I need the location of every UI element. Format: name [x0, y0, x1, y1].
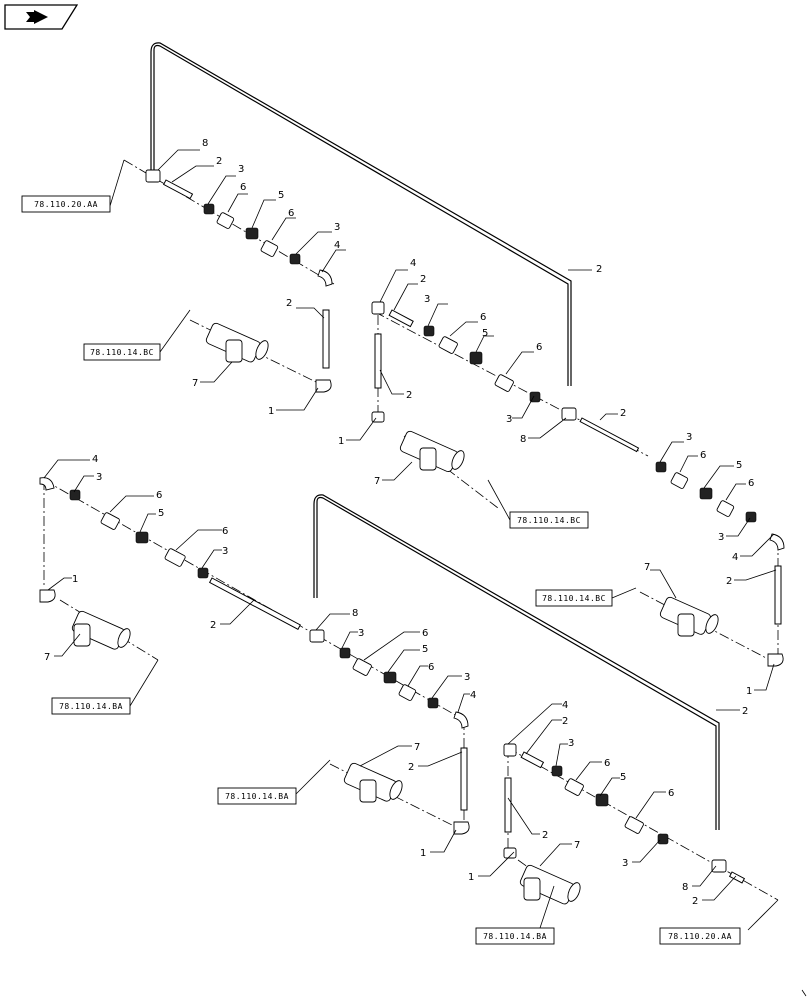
callout-number: 7: [192, 378, 198, 389]
callout-number: 6: [222, 526, 228, 537]
callout-number: 6: [700, 450, 706, 461]
callout-number: 3: [506, 414, 512, 425]
reference-text: 78.110.14.BA: [483, 932, 547, 941]
reference-text: 78.110.14.BC: [542, 594, 606, 603]
reference-label[interactable]: 78.110.20.AA: [21, 195, 111, 213]
callout-number: 6: [428, 662, 434, 673]
callout-number: 1: [338, 436, 344, 447]
callout-number: 2: [562, 716, 568, 727]
corner-mark: [801, 989, 807, 997]
callout-number: 3: [568, 738, 574, 749]
reference-label[interactable]: 78.110.14.BA: [51, 697, 131, 715]
callout-numbers: 8 2 3 6 5 6 3 4 2 7 1 2 4 2 3 6 5 6 2 3 …: [44, 138, 754, 907]
callout-number: 2: [620, 408, 626, 419]
callout-number: 5: [158, 508, 164, 519]
callout-number: 6: [240, 182, 246, 193]
callout-number: 1: [268, 406, 274, 417]
callout-number: 6: [288, 208, 294, 219]
callout-number: 6: [604, 758, 610, 769]
callout-number: 8: [202, 138, 208, 149]
tee-fitting: [659, 596, 719, 637]
callout-number: 4: [470, 690, 476, 701]
callout-number: 2: [726, 576, 732, 587]
callout-number: 5: [482, 328, 488, 339]
tee-fitting: [205, 322, 269, 363]
leader-lines: [109, 149, 777, 691]
callout-number: 1: [420, 848, 426, 859]
callout-number: 3: [238, 164, 244, 175]
callout-number: 7: [644, 562, 650, 573]
reference-label[interactable]: 78.110.14.BC: [509, 511, 589, 529]
callout-number: 4: [410, 258, 416, 269]
reference-label[interactable]: 78.110.20.AA: [659, 927, 741, 945]
callout-number: 2: [406, 390, 412, 401]
callout-number: 6: [748, 478, 754, 489]
leader-lines-lower: [43, 459, 779, 931]
callout-number: 4: [92, 454, 98, 465]
reference-label[interactable]: 78.110.14.BC: [535, 589, 613, 607]
callout-number: 3: [622, 858, 628, 869]
callout-number: 2: [408, 762, 414, 773]
callout-number: 2: [596, 264, 602, 275]
callout-number: 3: [686, 432, 692, 443]
callout-number: 6: [668, 788, 674, 799]
callout-number: 8: [682, 882, 688, 893]
callout-number: 7: [574, 840, 580, 851]
elbow-fitting: [145, 169, 161, 183]
callout-number: 2: [210, 620, 216, 631]
callout-number: 6: [156, 490, 162, 501]
reference-label[interactable]: 78.110.14.BA: [217, 787, 297, 805]
assembly-upper: [123, 42, 785, 667]
reference-text: 78.110.14.BC: [90, 348, 154, 357]
callout-number: 3: [334, 222, 340, 233]
callout-number: 2: [420, 274, 426, 285]
reference-text: 78.110.14.BA: [225, 792, 289, 801]
callout-number: 5: [422, 644, 428, 655]
reference-text: 78.110.14.BA: [59, 702, 123, 711]
callout-number: 7: [414, 742, 420, 753]
callout-number: 8: [520, 434, 526, 445]
tee-fitting: [519, 864, 581, 905]
callout-number: 4: [562, 700, 568, 711]
assembly-lower: [39, 477, 779, 905]
callout-number: 3: [464, 672, 470, 683]
callout-number: 1: [72, 574, 78, 585]
callout-number: 3: [358, 628, 364, 639]
callout-number: 3: [424, 294, 430, 305]
tee-fitting: [71, 610, 131, 650]
callout-number: 4: [334, 240, 340, 251]
reference-text: 78.110.14.BC: [517, 516, 581, 525]
reference-label[interactable]: 78.110.14.BC: [83, 343, 161, 361]
tee-fitting: [399, 430, 465, 473]
reference-text: 78.110.20.AA: [34, 200, 98, 209]
next-page-button[interactable]: [4, 4, 78, 30]
callout-number: 3: [222, 546, 228, 557]
callout-number: 8: [352, 608, 358, 619]
callout-number: 5: [620, 772, 626, 783]
callout-number: 6: [536, 342, 542, 353]
callout-number: 4: [732, 552, 738, 563]
callout-number: 2: [692, 896, 698, 907]
callout-number: 7: [374, 476, 380, 487]
callout-number: 2: [542, 830, 548, 841]
callout-number: 7: [44, 652, 50, 663]
callout-number: 5: [278, 190, 284, 201]
callout-number: 2: [286, 298, 292, 309]
callout-number: 6: [480, 312, 486, 323]
callout-number: 2: [216, 156, 222, 167]
reference-label[interactable]: 78.110.14.BA: [475, 927, 555, 945]
next-page-arrow-icon: [4, 4, 78, 30]
callout-number: 1: [746, 686, 752, 697]
callout-number: 3: [96, 472, 102, 483]
callout-number: 2: [742, 706, 748, 717]
callout-number: 1: [468, 872, 474, 883]
tee-fitting: [343, 762, 403, 803]
reference-text: 78.110.20.AA: [668, 932, 732, 941]
callout-number: 3: [718, 532, 724, 543]
callout-number: 6: [422, 628, 428, 639]
callout-number: 5: [736, 460, 742, 471]
